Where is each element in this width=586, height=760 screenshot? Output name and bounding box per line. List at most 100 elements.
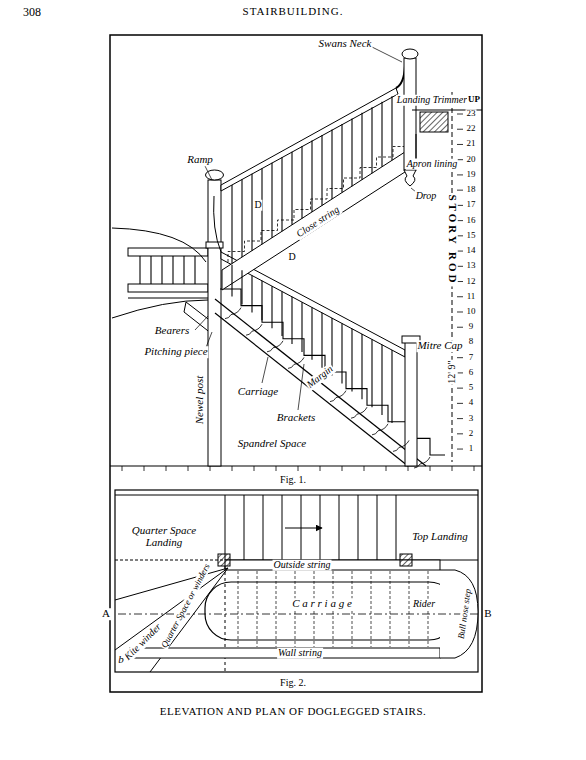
soffit-curve (112, 300, 208, 318)
baluster (172, 256, 173, 284)
part-label: Outside string (273, 560, 332, 571)
treads (225, 495, 428, 647)
dimension: 12' 9" (447, 359, 458, 384)
part-label: D (253, 200, 262, 211)
bracket (372, 424, 388, 435)
ground-tick (232, 466, 233, 471)
ground-tick (276, 466, 277, 471)
bracket (288, 357, 304, 368)
story-rod-number: 15 (466, 231, 477, 240)
tread (282, 495, 283, 560)
baluster (361, 334, 362, 399)
part-label: Apron lining (406, 159, 458, 170)
baluster (311, 307, 312, 359)
part-label: Top Landing (411, 531, 469, 543)
baluster (291, 297, 292, 344)
story-rod-number: 18 (466, 185, 477, 194)
part-label: Brackets (276, 412, 316, 424)
upper-newel (404, 58, 416, 170)
bracket (330, 391, 346, 402)
newel-collar (206, 242, 223, 248)
upper-handrail (221, 88, 398, 191)
leader-line (205, 166, 212, 180)
rod-tick (457, 403, 463, 404)
baluster (321, 135, 322, 205)
baluster (194, 256, 195, 284)
baluster (251, 174, 252, 251)
part-label: UP (467, 95, 481, 104)
baluster (311, 141, 312, 212)
elevation-drawing (112, 46, 482, 471)
rod-tick (457, 114, 463, 115)
brackets (225, 308, 430, 468)
baluster (251, 276, 252, 313)
baluster (231, 265, 232, 297)
story-rod-number: 3 (468, 414, 475, 423)
part-label: Margin (304, 363, 335, 391)
baluster (139, 256, 140, 284)
part-label: Close string (294, 204, 342, 240)
ground-tick (474, 466, 475, 471)
rod-tick (457, 388, 463, 389)
balusters (140, 96, 392, 423)
baluster (291, 152, 292, 225)
newel-post (208, 180, 221, 466)
rod-tick (457, 251, 463, 252)
baluster (271, 163, 272, 238)
baluster (351, 329, 352, 392)
rod-tick (457, 311, 463, 312)
baluster (361, 113, 362, 180)
page-heading: STAIRBUILDING. (242, 6, 345, 18)
rod-tick (457, 449, 463, 450)
bearer (128, 298, 208, 299)
figure-frame (110, 35, 482, 692)
story-rod-number: 17 (466, 201, 477, 210)
ground-tick (144, 466, 145, 471)
part-label: Bearers (154, 325, 190, 337)
part-label: Quarter Space Landing (120, 525, 208, 548)
bracket (393, 440, 409, 451)
landing-handrail (128, 248, 208, 256)
tread (225, 495, 226, 560)
bracket (351, 407, 367, 418)
baluster (281, 291, 282, 336)
plan-frame (115, 490, 478, 672)
story-rod-number: 20 (466, 155, 477, 164)
figure-caption: ELEVATION AND PLAN OF DOGLEGGED STAIRS. (159, 706, 428, 718)
tread (263, 495, 264, 560)
ground-tick (364, 466, 365, 471)
rod-tick (457, 129, 463, 130)
figure-label: Fig. 1. (279, 475, 307, 486)
rod-tick (457, 281, 463, 282)
story-rod-number: 11 (466, 292, 477, 301)
outer-string (215, 299, 426, 466)
leader-line (370, 46, 402, 62)
rod-tick (457, 190, 463, 191)
part-label: C a r r i a g e (291, 598, 353, 610)
apron-lining (416, 134, 417, 158)
wall-curve (112, 228, 206, 262)
ground-tick (122, 466, 123, 471)
baluster (150, 256, 151, 284)
leader-line (262, 357, 268, 383)
tread (396, 495, 397, 560)
ground-tick (408, 466, 409, 471)
baluster (371, 339, 372, 407)
story-rod-number: 19 (466, 170, 477, 179)
carriage-outline (205, 582, 455, 640)
wall-string (130, 648, 440, 658)
upper-newel-cap (402, 49, 418, 59)
newel-square (400, 554, 412, 566)
part-label: STORY ROD (446, 193, 458, 286)
rod-tick (457, 235, 463, 236)
rod-tick (457, 174, 463, 175)
newel-cap (206, 170, 224, 180)
section-letter: b (117, 654, 125, 666)
ground-tick (166, 466, 167, 471)
winder-line (115, 568, 228, 600)
ground-tick (254, 466, 255, 471)
baluster (391, 96, 392, 160)
story-rod-number: 9 (468, 323, 475, 332)
